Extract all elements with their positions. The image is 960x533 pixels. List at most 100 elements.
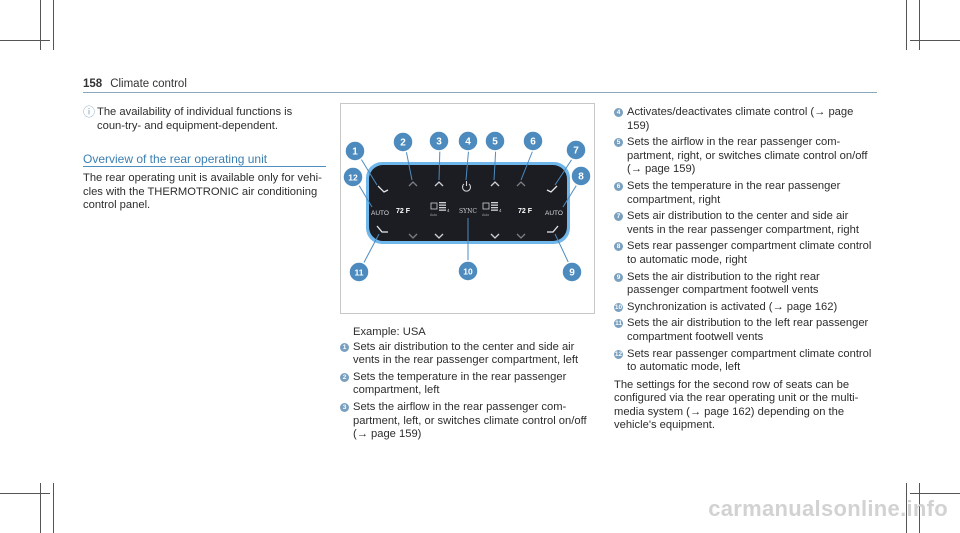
section-title: Climate control	[110, 78, 187, 90]
item-number: 10	[614, 302, 623, 312]
fan-left: 4 Auto	[430, 202, 450, 217]
top-chevrons	[408, 181, 526, 239]
item-text: Sets the temperature in the rear passeng…	[353, 370, 567, 397]
crop-mark	[919, 483, 920, 533]
list-item: 12 Sets rear passenger compartment climat…	[614, 348, 874, 375]
subsection-title: Overview of the rear operating unit	[83, 152, 268, 166]
callout-number: 8	[578, 172, 584, 183]
crop-mark	[910, 40, 960, 41]
callout-marker	[348, 261, 370, 283]
fan-right: 4 Auto	[482, 202, 502, 217]
fan-level-bars	[491, 202, 498, 211]
item-number: 12	[614, 349, 623, 359]
item-number: 4	[614, 108, 623, 117]
chevron-up-icon	[434, 181, 444, 187]
crop-mark	[0, 493, 50, 494]
watermark: carmanualsonline.info	[708, 496, 948, 521]
rear-operating-unit-figure: AUTO AUTO 72 F 72 F SYNC 4 Auto 4 Auto	[340, 103, 595, 314]
figure-caption-block: Example: USA 1 Sets air distribution to t…	[340, 326, 600, 445]
callout-number: 10	[463, 267, 473, 277]
auto-left-label: AUTO	[371, 210, 389, 217]
figure-caption: Example: USA	[353, 326, 426, 338]
item-number: 6	[614, 181, 623, 191]
note: ⓘ The availability of individual functio…	[83, 105, 323, 133]
item-number: 7	[614, 212, 623, 222]
note-text: The availability of individual functions…	[97, 106, 293, 132]
list-item: 9 Sets the air distribution to the right …	[614, 271, 874, 298]
sync-label: SYNC	[459, 208, 477, 215]
callout-number: 11	[355, 268, 364, 278]
crop-mark	[919, 0, 920, 50]
temp-left-label: 72 F	[396, 208, 411, 215]
callout-number: 3	[436, 137, 442, 148]
item-text: Sets the air distribution to the right r…	[627, 270, 820, 297]
crop-mark	[53, 483, 54, 533]
callout-number: 9	[569, 268, 575, 279]
power-icon	[461, 181, 472, 192]
fan-icon	[430, 202, 438, 210]
chevron-up-icon	[516, 181, 526, 187]
rear-control-panel-illustration: AUTO AUTO 72 F 72 F SYNC 4 Auto 4 Auto	[342, 130, 592, 283]
item-text: Sets the airflow in the rear passenger c…	[627, 136, 868, 176]
list-item: 11 Sets the air distribution to the left …	[614, 317, 874, 344]
item-number: 5	[614, 138, 623, 148]
air-center-left-icon	[377, 185, 389, 193]
crop-mark	[53, 0, 54, 50]
chevron-down-icon	[408, 233, 418, 239]
list-item: 6 Sets the temperature in the rear passen…	[614, 180, 874, 207]
callout-number: 2	[400, 138, 406, 149]
subsection-underline	[83, 166, 326, 167]
panel-body	[369, 165, 567, 241]
crop-mark	[40, 483, 41, 533]
item-text: Sets air distribution to the center and …	[353, 340, 579, 367]
callout-number: 6	[530, 137, 536, 148]
callout-number: 12	[348, 173, 358, 183]
item-text: Sets rear passenger compartment climate …	[627, 240, 872, 266]
footwell-left-icon	[376, 225, 388, 233]
fan-icon	[482, 202, 490, 210]
list-item: 3 Sets the airflow in the rear passenger …	[340, 401, 600, 442]
legend-column-right: 4 Activates/deactivates climate control (…	[614, 106, 874, 433]
footwell-right-icon	[547, 225, 559, 233]
callout-marker	[392, 131, 414, 153]
crop-mark	[906, 0, 907, 50]
chevron-down-icon	[490, 233, 500, 239]
item-text: Activates/deactivates climate control (→…	[627, 106, 854, 132]
callout-marker	[561, 261, 583, 283]
callout-marker	[484, 130, 506, 152]
item-text: Sets the air distribution to the left re…	[627, 317, 869, 343]
header-divider	[83, 92, 877, 93]
fan-right-level: 4	[499, 208, 502, 213]
crop-mark	[910, 493, 960, 494]
callout-marker	[342, 166, 364, 188]
chevron-up-icon	[408, 181, 418, 187]
crop-mark	[0, 40, 50, 41]
item-number: 1	[340, 342, 349, 352]
fan-level-bars	[439, 202, 446, 211]
air-distribution-icons	[376, 185, 559, 233]
item-text: Sets the temperature in the rear passeng…	[627, 179, 841, 206]
fan-left-sub: Auto	[430, 213, 437, 217]
fan-right-sub: Auto	[482, 213, 489, 217]
page-number: 158	[83, 78, 103, 90]
callout-marker	[457, 130, 479, 152]
item-number: 8	[614, 242, 623, 252]
page-header: 158 Climate control	[83, 78, 187, 90]
auto-right-label: AUTO	[545, 210, 563, 217]
list-item: 8 Sets rear passenger compartment climate…	[614, 240, 874, 267]
item-text: Sets air distribution to the center and …	[627, 210, 859, 236]
item-number: 9	[614, 272, 623, 282]
item-text: Sets rear passenger compartment climate …	[627, 347, 872, 374]
air-center-right-icon	[546, 185, 558, 193]
item-number: 11	[614, 319, 623, 329]
crop-mark	[906, 483, 907, 533]
item-text: Sets the airflow in the rear passenger c…	[353, 400, 587, 441]
callout-marker	[428, 130, 450, 152]
legend-list-right: 4 Activates/deactivates climate control (…	[614, 106, 874, 375]
callout-number: 4	[465, 137, 471, 148]
fan-left-level: 4	[447, 208, 450, 213]
callout-number: 5	[492, 137, 498, 148]
item-number: 3	[340, 402, 349, 412]
